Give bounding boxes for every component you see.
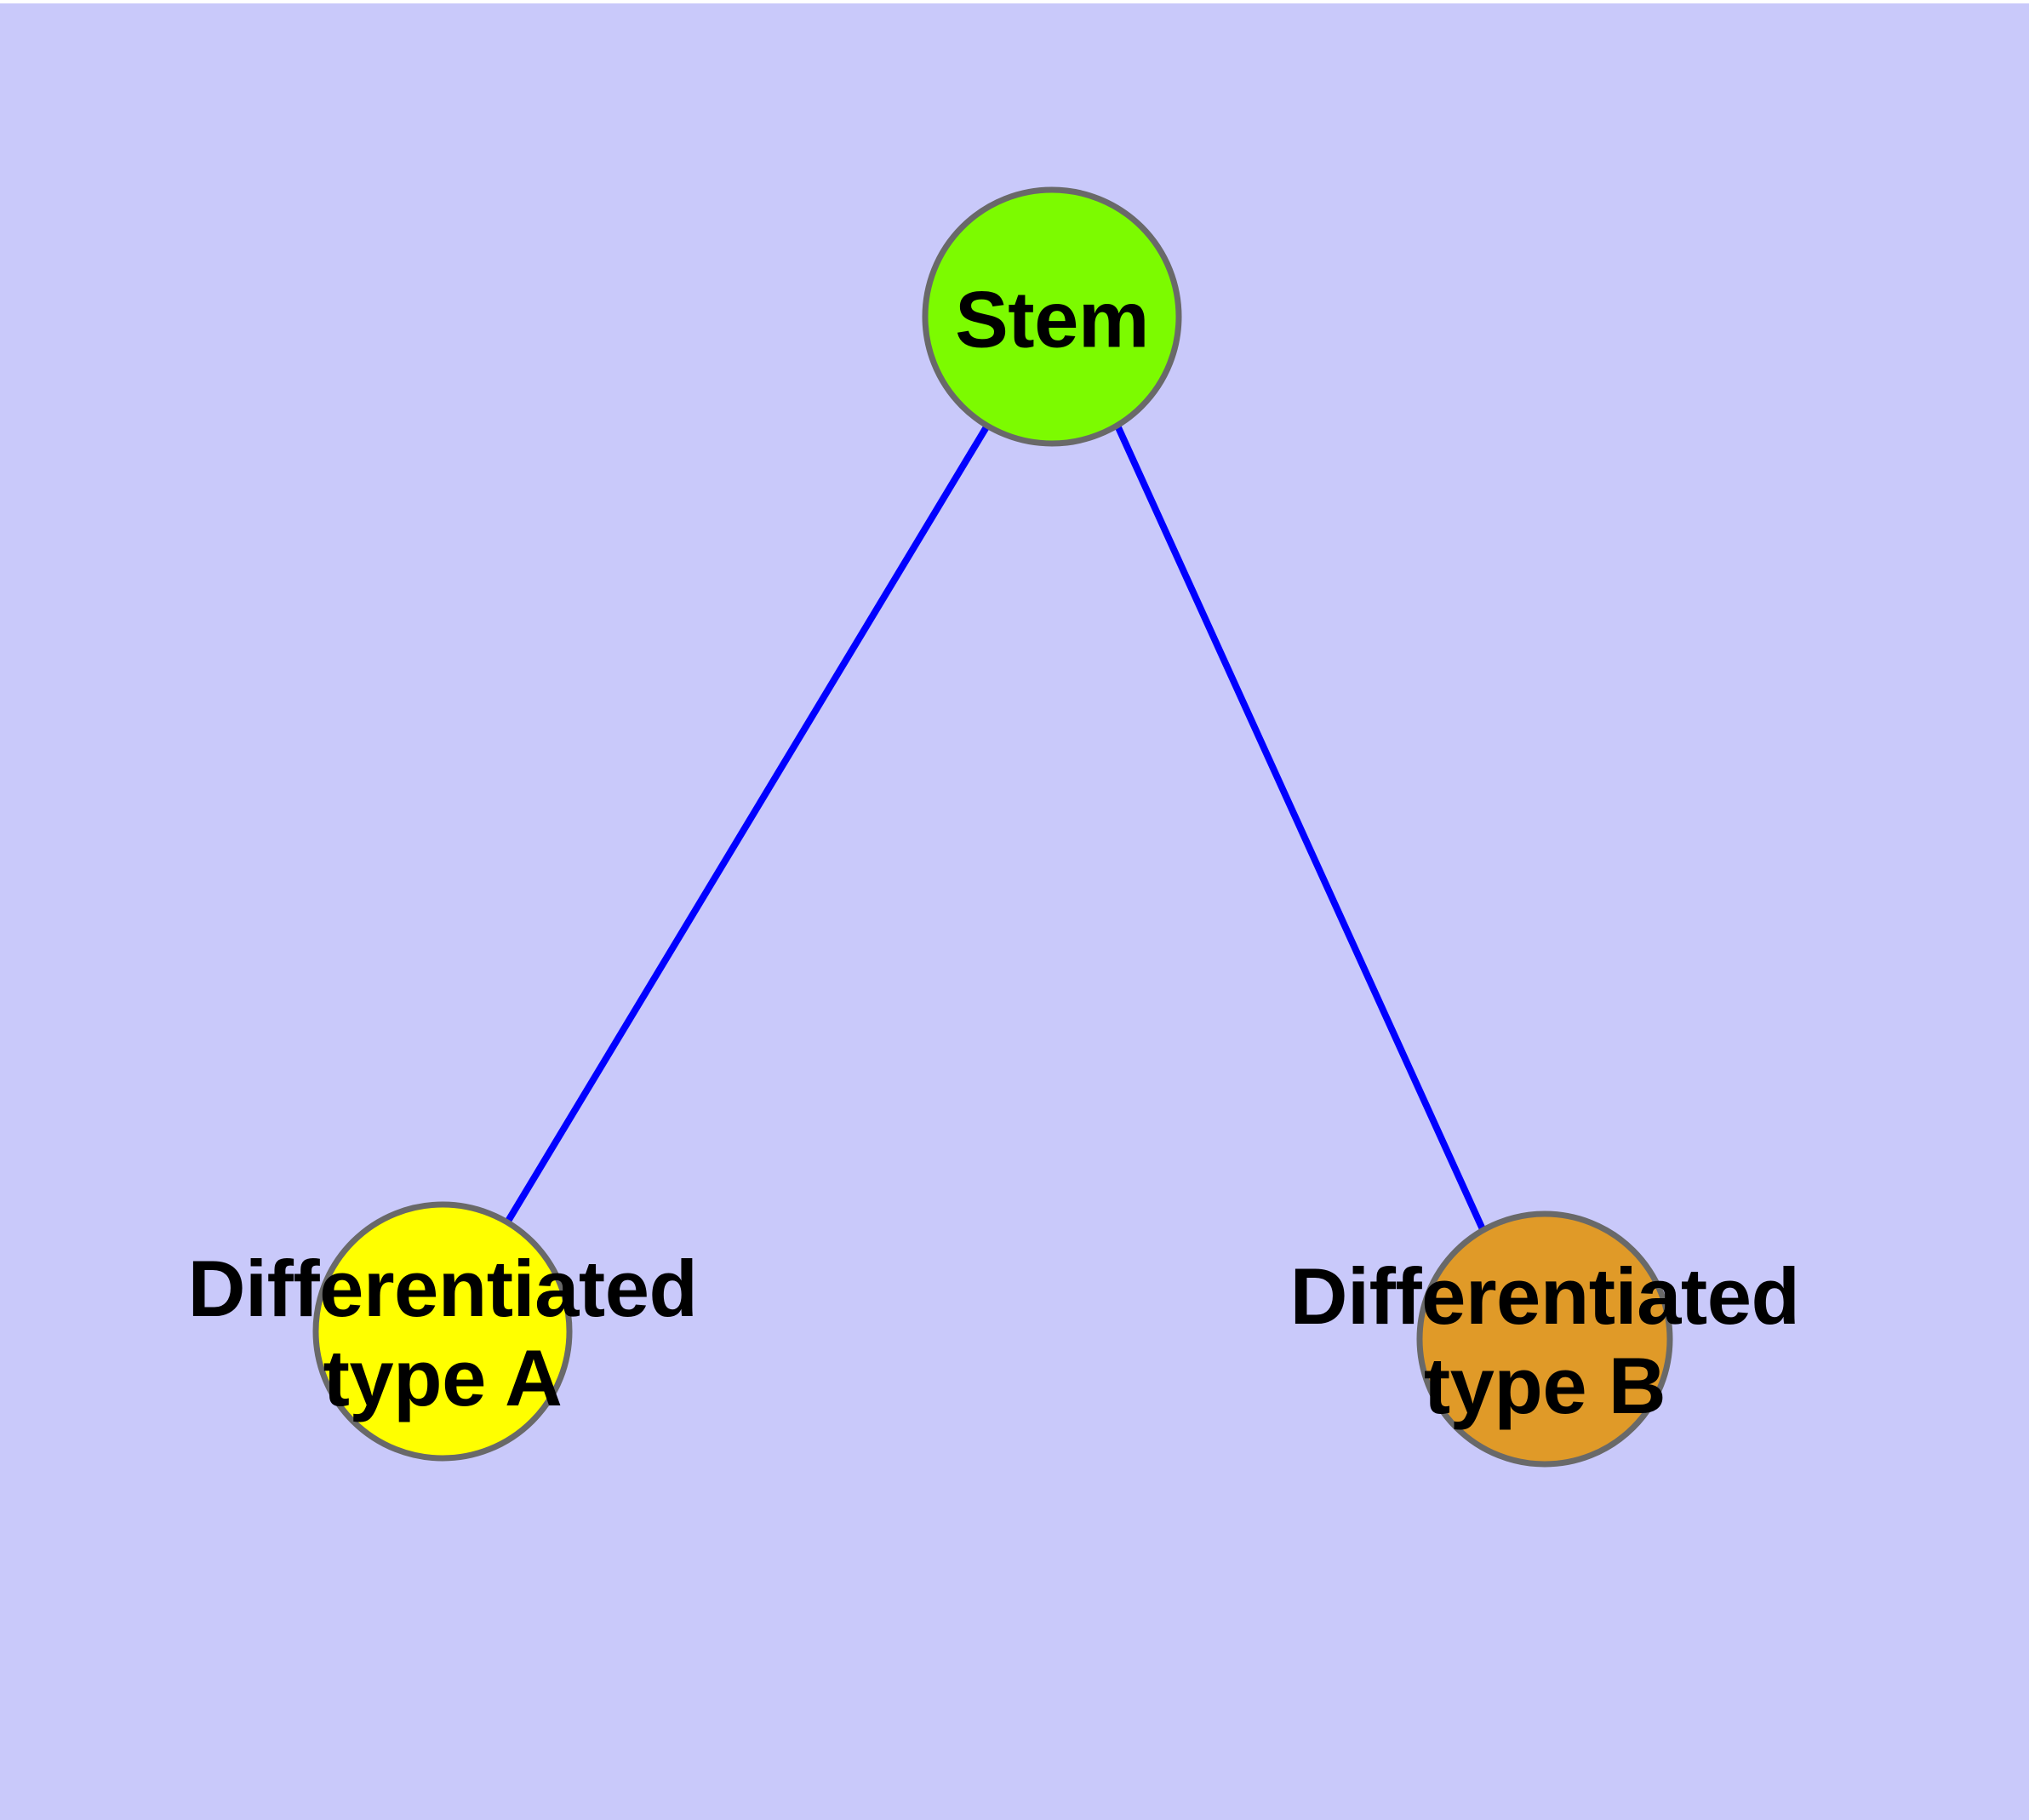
node-stem[interactable] (922, 186, 1182, 447)
node-differentiated-type-b[interactable] (1416, 1210, 1673, 1468)
node-layer (312, 186, 1673, 1468)
edge-stem-to-differentiated-type-b (1114, 424, 1486, 1231)
edge-layer (504, 423, 1486, 1231)
edge-stem-to-differentiated-type-a (504, 423, 991, 1225)
node-differentiated-type-a[interactable] (312, 1201, 573, 1462)
